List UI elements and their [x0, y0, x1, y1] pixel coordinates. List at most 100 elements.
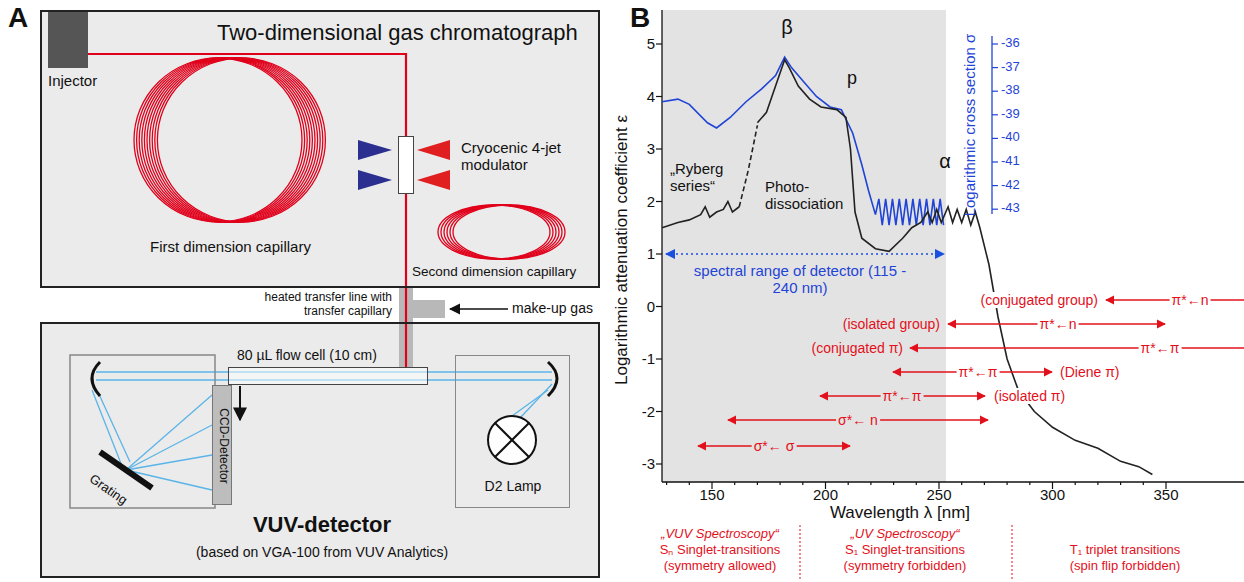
figure-label: T₁ triplet transitions	[1070, 543, 1181, 558]
spectrum-chart	[1012, 525, 1013, 580]
figure-label: -39	[1001, 107, 1020, 122]
spectrum-chart	[656, 148, 662, 149]
spectrum-chart	[656, 201, 662, 202]
figure-label: First dimension capillary	[150, 238, 311, 255]
figure-label: π*←π	[1139, 340, 1182, 356]
node-text: D2 Lamp	[485, 478, 542, 494]
modulator-block: Cryocenic 4-jet modulator	[398, 136, 414, 194]
transfer-line	[413, 300, 445, 318]
figure-label: π*←π	[957, 364, 1000, 380]
capillary-coil	[157, 58, 325, 222]
figure-label: 350	[1153, 486, 1178, 503]
node-text: 80 µL flow cell (10 cm)	[237, 347, 377, 363]
figure-label: „VUV Spectroscopy“	[661, 527, 779, 542]
node-text: Cryocenic 4-jet modulator	[461, 139, 591, 174]
spectrum-chart	[662, 481, 1244, 482]
figure-label: Grating	[86, 472, 129, 509]
figure-label: 1	[647, 245, 655, 262]
spectrum-chart	[961, 482, 962, 485]
capillary-coil	[155, 58, 323, 222]
spectrum-chart	[1120, 482, 1121, 485]
spectrum-chart	[779, 482, 780, 485]
spectrum-chart	[984, 482, 985, 485]
figure-label: -41	[1001, 154, 1020, 169]
spectrum-chart	[802, 482, 803, 485]
capillary-coil	[150, 58, 318, 222]
figure-label: A	[8, 2, 28, 34]
figure-label: 250	[926, 486, 951, 503]
spectrum-chart	[689, 482, 690, 485]
spectrum-chart	[1075, 482, 1076, 485]
figure-label: make-up gas	[512, 300, 593, 316]
figure-label: B	[630, 2, 650, 34]
figure-label: (isolated group)	[841, 316, 942, 332]
transition-arrow	[910, 347, 1244, 348]
figure-label: p	[847, 68, 857, 89]
figure-label: Second dimension capillary	[412, 264, 576, 280]
spectrum-chart	[1029, 482, 1030, 485]
spectrum-chart	[992, 67, 998, 68]
figure-label: Photo-dissociation	[765, 178, 847, 213]
node-text: Injector	[48, 72, 97, 89]
spectrum-chart	[893, 482, 894, 485]
figure-label: 2	[647, 193, 655, 210]
figure-label: 200	[813, 486, 838, 503]
figure-label: π*←n	[1038, 316, 1079, 332]
figure-label: -3	[642, 455, 655, 472]
panel-ground	[40, 10, 600, 578]
spectrometer	[70, 355, 215, 508]
figure-label: 150	[699, 486, 724, 503]
light-path	[126, 455, 212, 470]
spectrum-chart	[1006, 482, 1007, 485]
spectrum-chart	[757, 482, 758, 485]
spectrum-chart	[992, 91, 998, 92]
spectrum-chart	[666, 253, 944, 255]
figure-label: (spin flip forbidden)	[1070, 559, 1181, 574]
figure-label: σ*← σ	[752, 438, 797, 454]
capillary-coil	[139, 58, 307, 222]
light-path	[126, 395, 212, 470]
figure-label: -40	[1001, 130, 1020, 145]
spectrum-chart	[992, 185, 998, 186]
figure-label: σ*← n	[836, 412, 880, 428]
figure-label: 3	[647, 140, 655, 157]
instrument-box: Two-dimensional gas chromatographInjecto…	[40, 10, 600, 288]
ccd-detector: CCD-Detector	[212, 385, 232, 505]
spectrum-chart	[848, 482, 849, 485]
capillary-coil	[147, 58, 315, 222]
figure-label: 0	[647, 298, 655, 315]
figure-label: -38	[1001, 83, 1020, 98]
lamp-housing: D2 Lamp	[455, 355, 570, 508]
figure-label: „Ryberg series“	[670, 160, 738, 195]
capillary-line	[405, 194, 407, 367]
capillary-coil	[444, 205, 556, 259]
spectrum-chart	[734, 482, 735, 485]
spectrum-chart	[656, 411, 662, 412]
figure-label: Logarithmic cross section σ	[961, 34, 978, 217]
figure-label: „UV Spectroscopy“	[850, 527, 959, 542]
d2-lamp	[495, 423, 529, 457]
spectrum-chart	[656, 306, 662, 307]
d2-lamp	[495, 423, 529, 457]
transfer-line	[450, 308, 508, 310]
spectrum-chart	[870, 482, 871, 485]
figure-label: β	[781, 16, 793, 39]
figure-label: -42	[1001, 178, 1020, 193]
capillary-coil	[142, 58, 310, 222]
figure-label: (symmetry allowed)	[664, 559, 777, 574]
modulator-jets	[417, 170, 450, 190]
modulator-jets	[358, 170, 392, 190]
capillary-coil	[134, 58, 302, 222]
spectrum-chart	[666, 482, 667, 485]
modulator-jets	[358, 140, 392, 160]
modulator-jets	[417, 140, 450, 160]
figure-label: spectral range of detector (115 - 240 nm…	[690, 262, 910, 297]
figure-label: S₁ Singlet-transitions	[845, 543, 965, 558]
d2-lamp	[548, 362, 557, 396]
capillary-coil	[453, 205, 565, 259]
figure-label: π*←n	[1170, 292, 1211, 308]
light-path	[520, 384, 552, 418]
spectrum-chart	[992, 138, 998, 139]
spectrum-chart	[992, 114, 998, 115]
spectrum-chart	[662, 57, 943, 225]
